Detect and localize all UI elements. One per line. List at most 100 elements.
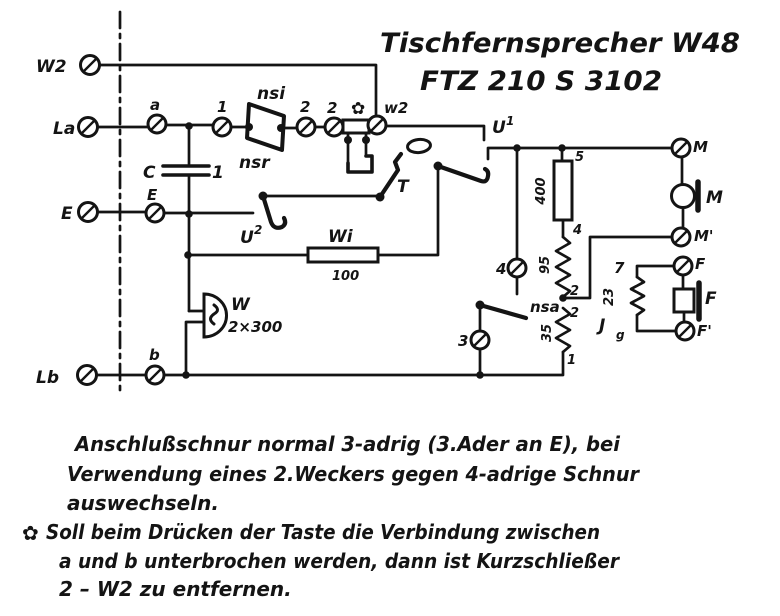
star-symbol-note: ✿ xyxy=(22,521,39,545)
terminal-F xyxy=(672,255,694,277)
labels: Tischfernsprecher W48 FTZ 210 S 3102 W2 … xyxy=(36,28,740,388)
label-terminal-2-left: 2 xyxy=(300,98,310,116)
label-button-t: T xyxy=(397,177,410,197)
label-terminal-F: F xyxy=(695,255,706,273)
label-winding-400: 400 xyxy=(534,177,549,205)
note-line5: a und b unterbrochen werden, dann ist Ku… xyxy=(59,549,620,573)
label-terminal-2-right: 2 xyxy=(327,99,337,117)
note-line4: Soll beim Drücken der Taste die Verbindu… xyxy=(46,520,600,544)
hookswitch-u1-arm xyxy=(435,163,491,184)
dial-pulse-contact xyxy=(245,102,286,152)
hookswitch-u2-arm xyxy=(260,193,288,230)
label-winding-35: 35 xyxy=(540,324,555,342)
label-wi-value: 100 xyxy=(332,269,359,284)
terminal-2-right xyxy=(323,116,345,138)
note-line6: 2 – W2 zu entfernen. xyxy=(59,577,292,601)
star-symbol-schematic: ✿ xyxy=(351,99,365,119)
label-terminal-w2-small: w2 xyxy=(384,99,408,117)
label-nsa: nsa xyxy=(530,298,560,316)
resistor-wi xyxy=(306,246,380,264)
button-t-contact-arm xyxy=(377,151,404,200)
notes: Anschlußschnur normal 3-adrig (3.Ader an… xyxy=(22,432,640,601)
terminal-4 xyxy=(506,257,528,279)
microphone xyxy=(670,179,701,213)
winding-35 xyxy=(554,306,572,354)
button-t xyxy=(377,137,432,200)
terminal-circles xyxy=(76,54,696,386)
button-cap xyxy=(406,137,432,155)
label-winding-95: 95 xyxy=(538,256,553,274)
nsa-contact-arm xyxy=(477,302,529,321)
bell-w xyxy=(202,292,229,339)
note-line1: Anschlußschnur normal 3-adrig (3.Ader an… xyxy=(73,432,621,456)
winding-j xyxy=(629,275,646,317)
label-terminal-Lb: Lb xyxy=(36,368,59,388)
terminal-w2-small xyxy=(366,114,388,136)
wire-f-bottom xyxy=(635,313,678,333)
label-coil-j: J xyxy=(596,316,605,336)
note-line3: auswechseln. xyxy=(67,491,219,515)
wire-2-to-mprime xyxy=(561,235,674,300)
label-terminal-M: M xyxy=(693,138,708,156)
label-coil-j-sub: g xyxy=(616,328,625,342)
label-hookswitch-u1: U xyxy=(492,118,506,138)
label-terminal-4: 4 xyxy=(495,260,506,278)
wire-w2-to-hook-contact xyxy=(384,124,486,142)
terminal-La xyxy=(77,116,99,138)
title-name: Tischfernsprecher W48 xyxy=(380,28,740,59)
label-terminal-a: a xyxy=(150,96,160,114)
label-terminal-1: 1 xyxy=(217,98,227,116)
label-terminal-2-upper: 2 xyxy=(570,284,579,299)
terminal-M-prime xyxy=(670,226,692,248)
wire-f-top xyxy=(635,264,676,279)
label-winding-j-value: 23 xyxy=(602,288,617,306)
title-code: FTZ 210 S 3102 xyxy=(420,66,662,97)
wire-w2-line xyxy=(98,63,378,118)
winding-400 xyxy=(552,159,574,222)
terminal-1 xyxy=(211,116,233,138)
label-terminal-3: 3 xyxy=(458,332,468,350)
label-hookswitch-u1-sup: 1 xyxy=(506,114,514,128)
label-terminal-5: 5 xyxy=(575,150,584,165)
junction-dots xyxy=(182,122,567,379)
label-capacitor-value: 1 xyxy=(212,163,224,183)
winding-95 xyxy=(554,235,572,299)
terminal-E xyxy=(77,201,99,223)
terminal-b xyxy=(144,364,166,386)
label-nsr: nsr xyxy=(239,153,271,173)
label-nsi: nsi xyxy=(257,84,286,104)
wire-wi-branch xyxy=(186,164,440,257)
label-terminal-2-lower: 2 xyxy=(570,306,579,321)
terminal-W2 xyxy=(79,54,101,76)
label-hookswitch-u2: U xyxy=(240,228,254,248)
wire-bell-lead-bottom xyxy=(184,320,205,377)
terminal-Lb xyxy=(76,364,98,386)
note-line2: Verwendung eines 2.Weckers gegen 4-adrig… xyxy=(67,462,640,486)
capacitor xyxy=(161,164,211,177)
label-terminal-W2: W2 xyxy=(36,57,67,77)
label-microphone: M xyxy=(706,188,723,208)
label-wi: Wi xyxy=(328,227,354,247)
label-terminal-4-mid: 4 xyxy=(572,223,582,238)
label-terminal-1-lower: 1 xyxy=(567,353,576,368)
label-terminal-E: E xyxy=(61,204,73,224)
label-terminal-F-prime: F' xyxy=(697,322,712,340)
label-terminal-E-inner: E xyxy=(147,186,158,204)
wire-u1-node-line xyxy=(486,146,674,161)
label-terminal-M-prime: M' xyxy=(694,227,714,245)
terminal-a xyxy=(146,113,168,135)
label-receiver: F xyxy=(705,289,717,309)
label-hookswitch-u2-sup: 2 xyxy=(254,223,262,237)
terminal-E-inner xyxy=(144,202,166,224)
terminal-3 xyxy=(469,329,491,351)
terminal-2-left xyxy=(295,116,317,138)
label-terminal-7: 7 xyxy=(614,259,625,277)
terminal-M xyxy=(670,137,692,159)
terminal-F-prime xyxy=(674,320,696,342)
receiver xyxy=(672,280,702,322)
label-terminal-b: b xyxy=(149,346,160,364)
label-capacitor: C xyxy=(143,163,156,183)
label-bell-value: 2×300 xyxy=(228,318,282,336)
